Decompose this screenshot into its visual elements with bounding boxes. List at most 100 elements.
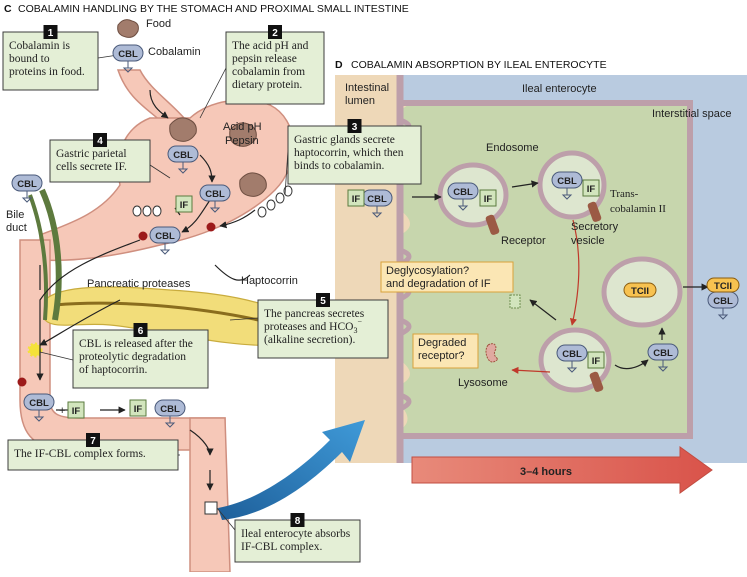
cbl-label: CBL: [205, 189, 225, 200]
tcii-molecule-released: TCII: [706, 277, 740, 293]
note-text: receptor?: [418, 350, 464, 362]
step-text-line: The pancreas secretes: [264, 308, 365, 320]
cbl-molecule: CBL: [447, 182, 479, 211]
step-number: 1: [48, 28, 54, 39]
panel-d-title: COBALAMIN ABSORPTION BY ILEAL ENTEROCYTE: [351, 59, 607, 71]
leader-line: [216, 507, 236, 531]
note-text: and degradation of IF: [386, 278, 491, 290]
step-number-badge: [133, 323, 148, 337]
leader-line: [284, 149, 289, 196]
ileum: [189, 417, 231, 573]
step-box: [2, 31, 99, 91]
if-label: IF: [134, 404, 143, 415]
cbl-molecule: CBL: [154, 399, 186, 428]
cbl-label: CBL: [367, 194, 387, 205]
step-text-line: The IF-CBL complex forms.: [14, 448, 146, 460]
basolateral-membrane: [400, 100, 693, 439]
hours-arrow: [411, 446, 713, 494]
step-number-badge: [268, 25, 282, 39]
if-label: IF: [587, 184, 596, 195]
step-number-badge: [316, 293, 330, 307]
step-number: 6: [138, 326, 144, 337]
pancreatic-proteases-label: Pancreatic proteases: [87, 278, 191, 290]
step-number: 4: [97, 136, 103, 147]
food-particles: [117, 19, 267, 197]
duct-label: duct: [6, 222, 27, 234]
trans-label: Trans-: [610, 188, 639, 200]
panel-c-letter: C: [4, 3, 12, 15]
receptor-label: Receptor: [501, 235, 546, 247]
step-number: 5: [320, 296, 326, 307]
receptor-icon: [485, 214, 500, 235]
step-text-line: haptocorrin, which then: [294, 147, 404, 159]
step-number-badge: [43, 25, 58, 39]
step-text-line: Ileal enterocyte absorbs: [241, 528, 351, 540]
if-label: IF: [484, 194, 493, 205]
step-text-line: Gastric parietal: [56, 148, 127, 160]
step-text-line: Gastric glands secrete: [294, 134, 395, 146]
cbl-molecule: CBL: [167, 145, 199, 174]
note-box: [380, 261, 514, 293]
cbl-label: CBL: [118, 49, 138, 60]
food-lump-3: [239, 172, 267, 197]
step-text-line: (alkaline secretion).: [264, 334, 355, 346]
cbl-molecule: CBL: [11, 174, 43, 203]
cbl-label: CBL: [557, 176, 577, 187]
pepsin-label: Pepsin: [225, 135, 259, 147]
intestinal-label: Intestinal: [345, 82, 389, 94]
acid-ph-label: Acid pH: [223, 121, 262, 133]
bile-duct-branch: [28, 194, 49, 321]
step-number: 7: [90, 436, 96, 447]
cbl-molecule: CBL: [556, 344, 588, 373]
cbl-molecule: CBL: [112, 44, 144, 73]
secretory-label: Secretory: [571, 221, 619, 233]
step-box: [225, 31, 325, 105]
step-number-badge: [93, 133, 107, 147]
tcii-label: TCII: [631, 286, 649, 297]
step-box: [72, 329, 209, 389]
step-number-badge: [86, 433, 100, 447]
step-text-line: dietary protein.: [232, 79, 302, 91]
transfer-arrow: [218, 420, 365, 520]
lateral-space-top: [400, 75, 690, 103]
if-molecule: IF: [347, 189, 365, 207]
cbl-label: CBL: [453, 187, 473, 198]
step-number-badge: [290, 513, 305, 527]
gastric-glands: [132, 185, 293, 218]
step-text-line: proteolytic degradation: [79, 351, 186, 363]
step-text-line: cells secrete IF.: [56, 161, 127, 173]
vesicle-label: vesicle: [571, 235, 605, 247]
step-text-line: bound to: [9, 53, 50, 65]
cbl-label: CBL: [173, 150, 193, 161]
haptocorrin-label: Haptocorrin: [241, 275, 298, 287]
food-lump-1: [169, 117, 197, 142]
food-icon: [117, 19, 139, 38]
degraded-if-icon: [509, 294, 521, 309]
if-label: IF: [592, 356, 601, 367]
food-label: Food: [146, 18, 171, 30]
step-text-line: proteases and HCO3−: [264, 317, 362, 335]
tcii-label: TCII: [714, 281, 732, 292]
if-molecule: IF: [129, 399, 147, 417]
tcii-molecule-vesicle: TCII: [623, 282, 657, 298]
receptor-icon-lysosome: [589, 371, 604, 392]
deglycosylation-note: Deglycosylation?and degradation of IF: [380, 261, 514, 293]
panel-d-letter: D: [335, 59, 343, 71]
protease-cleavage-icon: [27, 342, 43, 358]
leader-line: [39, 351, 74, 361]
haptocorrin-dots: [17, 222, 216, 387]
cbl-molecule: CBL: [23, 393, 55, 422]
step-number: 2: [272, 28, 278, 39]
step-text-line: of haptocorrin.: [79, 364, 147, 376]
absorption-site-marker: [204, 501, 218, 515]
cbl-molecule: CBL: [361, 189, 393, 218]
note-text: Deglycosylation?: [386, 265, 469, 277]
